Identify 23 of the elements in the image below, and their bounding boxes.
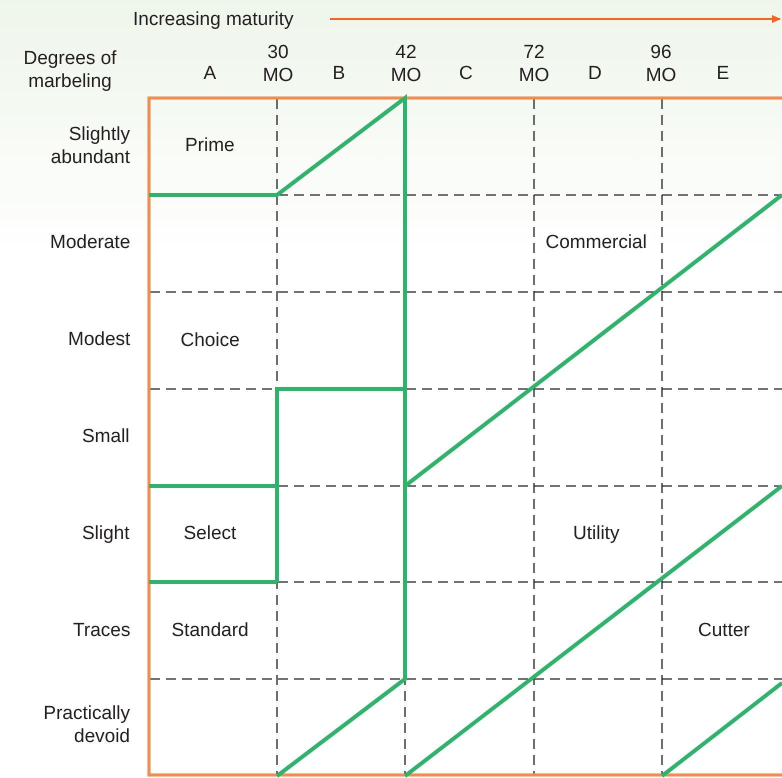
axis-title: Degrees of marbeling	[22, 47, 118, 93]
column-letter: D	[588, 62, 602, 84]
maturity-age: 30 MO	[262, 41, 294, 87]
maturity-age: 42 MO	[390, 41, 422, 87]
maturity-age: 96 MO	[644, 41, 678, 87]
grade-label: Choice	[180, 328, 240, 352]
marbling-degree: Practically devoid	[42, 702, 130, 748]
column-letter: B	[332, 62, 346, 84]
marbling-degree: Small	[82, 424, 130, 448]
marbling-degree: Traces	[73, 618, 130, 642]
grade-label: Prime	[185, 134, 235, 156]
maturity-age: 72 MO	[518, 41, 550, 87]
marbling-degree: Modest	[68, 328, 130, 350]
column-letter: C	[459, 62, 473, 84]
marbling-degree: Slightly abundant	[50, 123, 130, 169]
grade-label: Select	[184, 522, 236, 544]
grade-label: Cutter	[698, 618, 750, 642]
axis-title: Increasing maturity	[133, 8, 294, 30]
marbling-degree: Moderate	[50, 230, 130, 254]
column-letter: E	[716, 62, 730, 84]
column-letter: A	[204, 62, 216, 84]
grade-label: Standard	[172, 618, 249, 642]
marbling-degree: Slight	[82, 522, 130, 544]
